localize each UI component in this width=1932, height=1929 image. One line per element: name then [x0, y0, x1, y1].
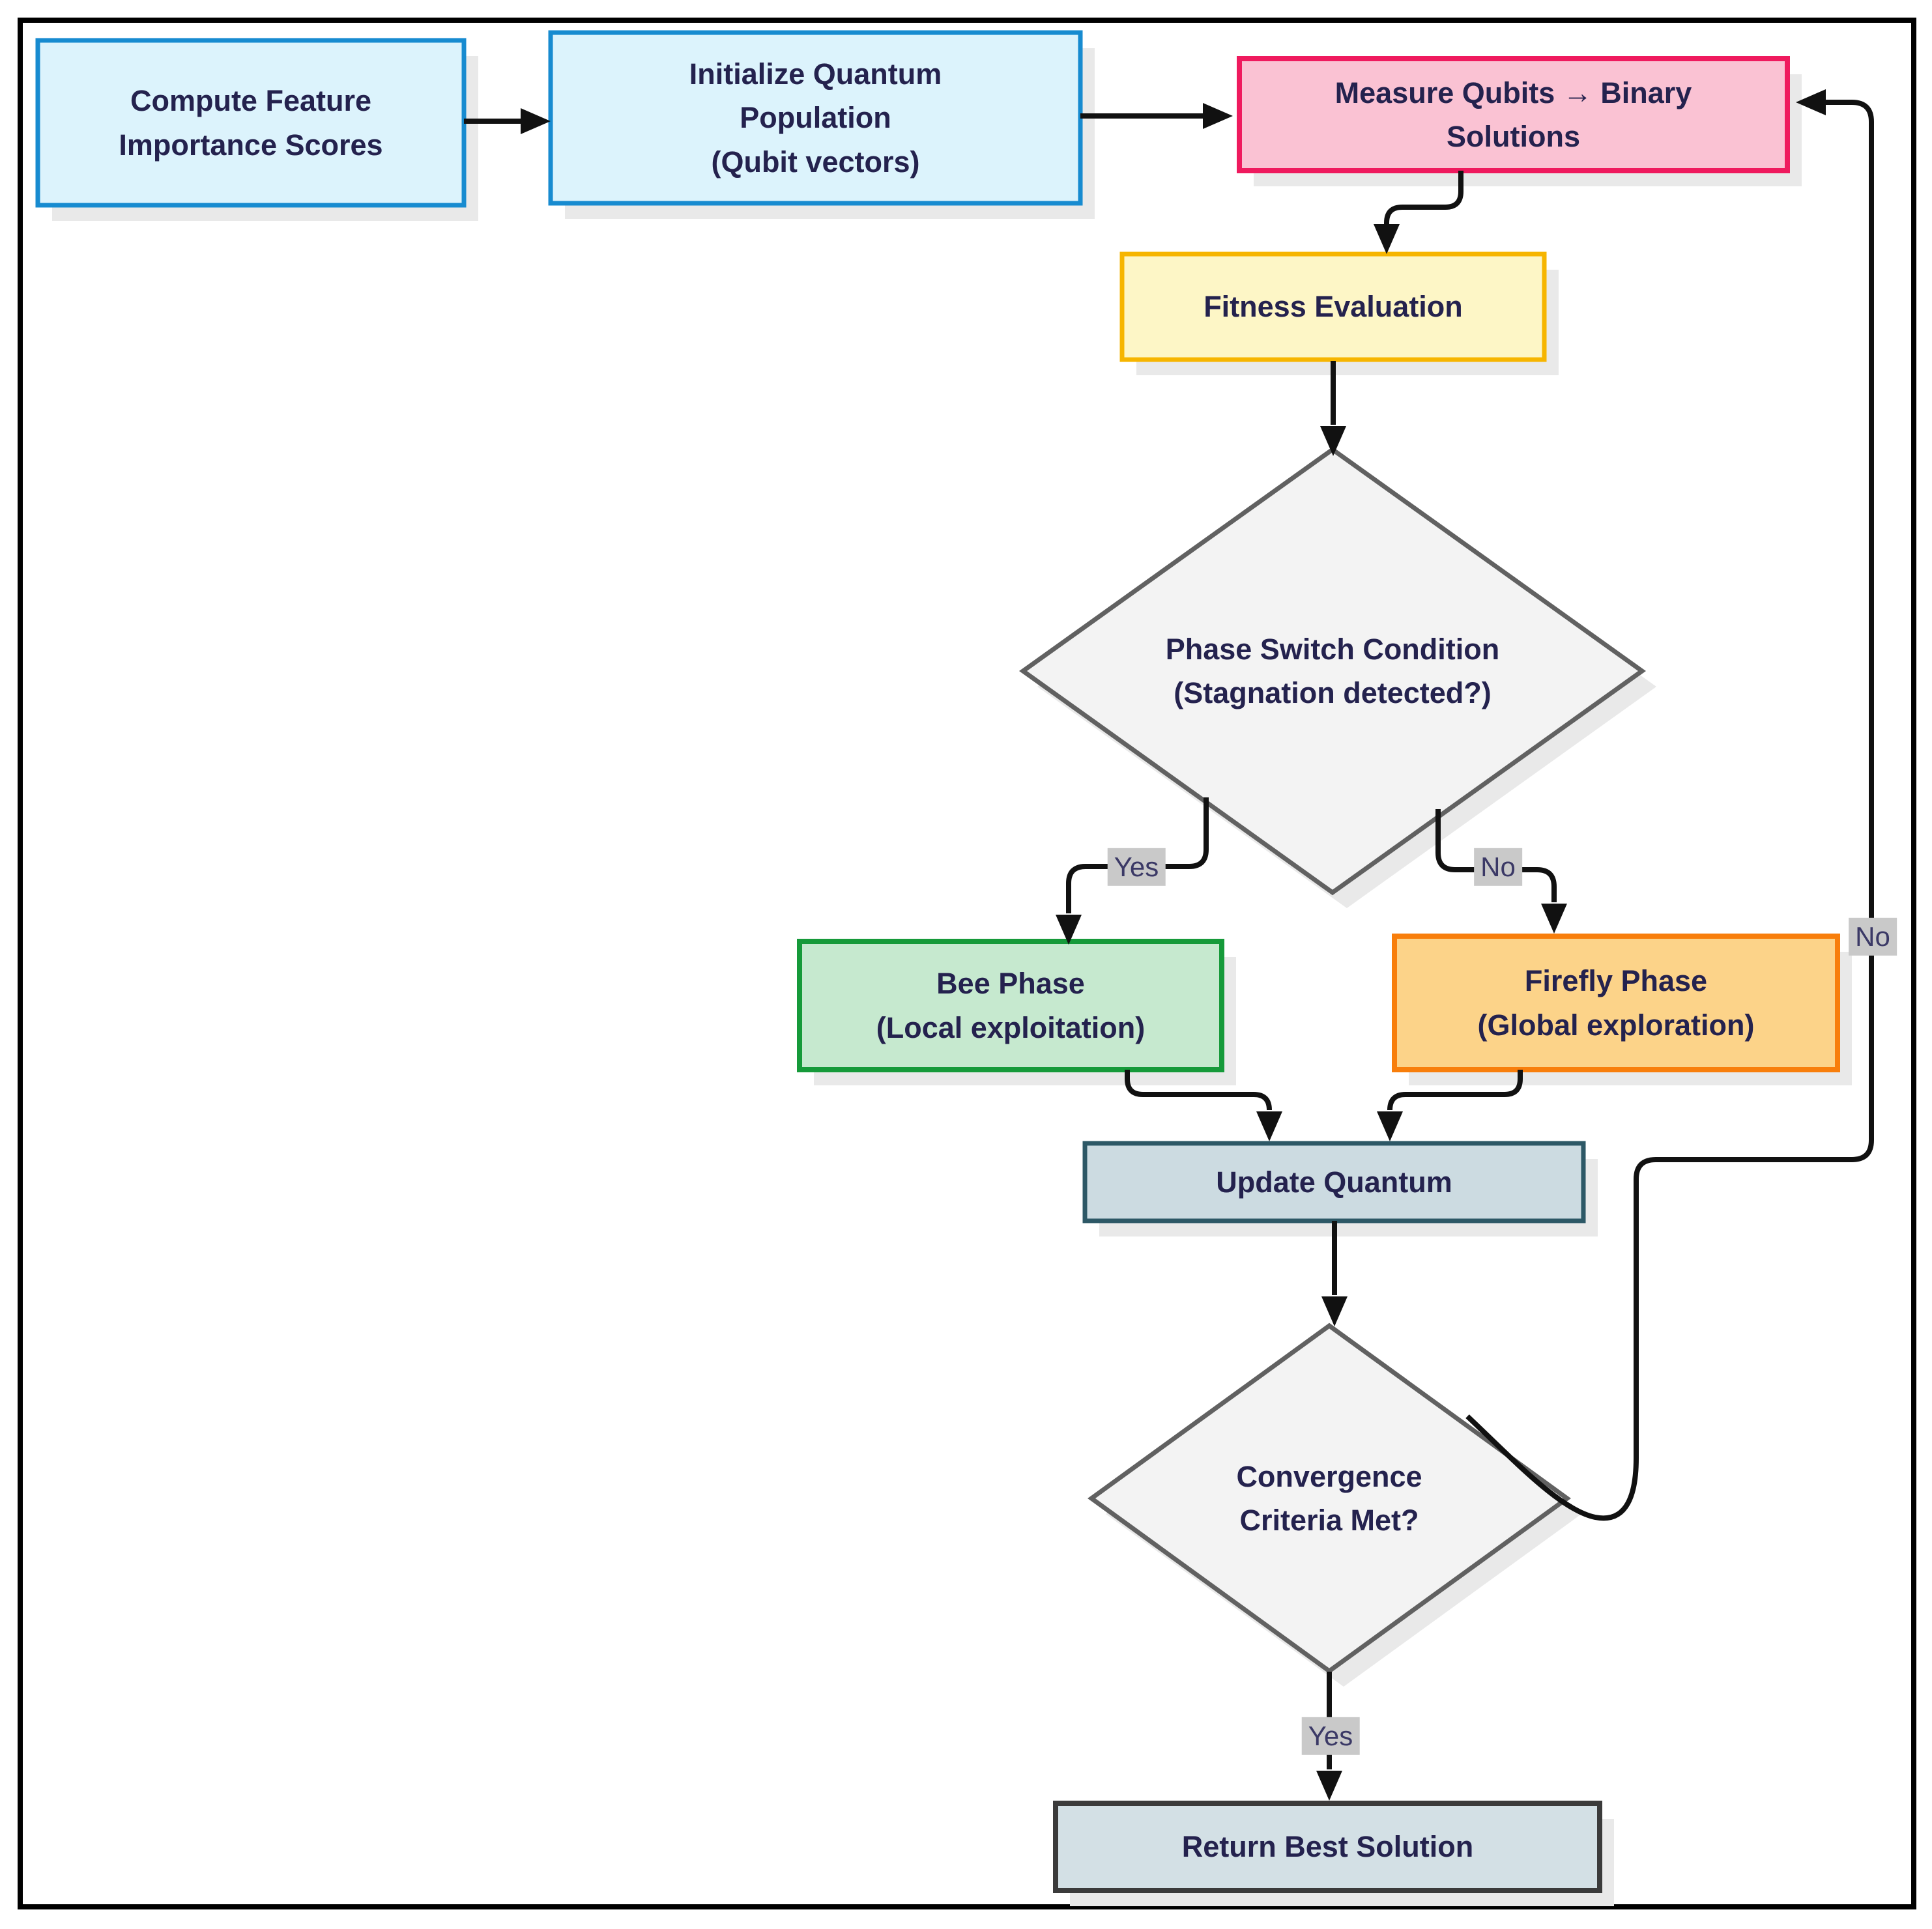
edge-measure-to-fitness — [1384, 171, 1463, 225]
diagram-frame — [18, 18, 1916, 1909]
node-convergence-decision-shape — [1088, 1322, 1571, 1674]
arrowhead-icon — [1320, 426, 1346, 456]
arrowhead-icon — [1203, 103, 1233, 129]
edge-bee-to-update — [1125, 1070, 1272, 1111]
node-phase-switch-decision-shape — [1018, 446, 1647, 896]
arrowhead-icon — [1321, 1296, 1348, 1326]
node-initialize-population-shape — [548, 30, 1083, 206]
arrowhead-icon — [1796, 89, 1826, 115]
node-bee-phase-shape — [797, 939, 1224, 1072]
node-firefly-phase-shape — [1392, 934, 1840, 1072]
edges — [464, 100, 1874, 1769]
arrowhead-icon — [521, 108, 551, 134]
arrowhead-icon — [1541, 904, 1567, 934]
arrowhead-icon — [1377, 1111, 1403, 1141]
edge-firefly-to-update — [1387, 1070, 1523, 1111]
arrowhead-icon — [1256, 1111, 1282, 1141]
node-compute-feature-shape — [35, 38, 467, 208]
arrowhead-icon — [1056, 915, 1082, 945]
node-return-solution-shape — [1053, 1801, 1602, 1893]
node-measure-qubits-shape — [1237, 56, 1790, 173]
node-update-quantum-shape — [1082, 1141, 1586, 1223]
edge-phase-switch-yes-to-bee — [1066, 797, 1209, 913]
arrowhead-icon — [1374, 224, 1400, 254]
arrowheads — [521, 89, 1826, 1801]
arrowhead-icon — [1316, 1771, 1342, 1801]
edge-convergence-no-loop-to-measure — [1465, 100, 1874, 1521]
node-fitness-evaluation-shape — [1119, 251, 1547, 362]
